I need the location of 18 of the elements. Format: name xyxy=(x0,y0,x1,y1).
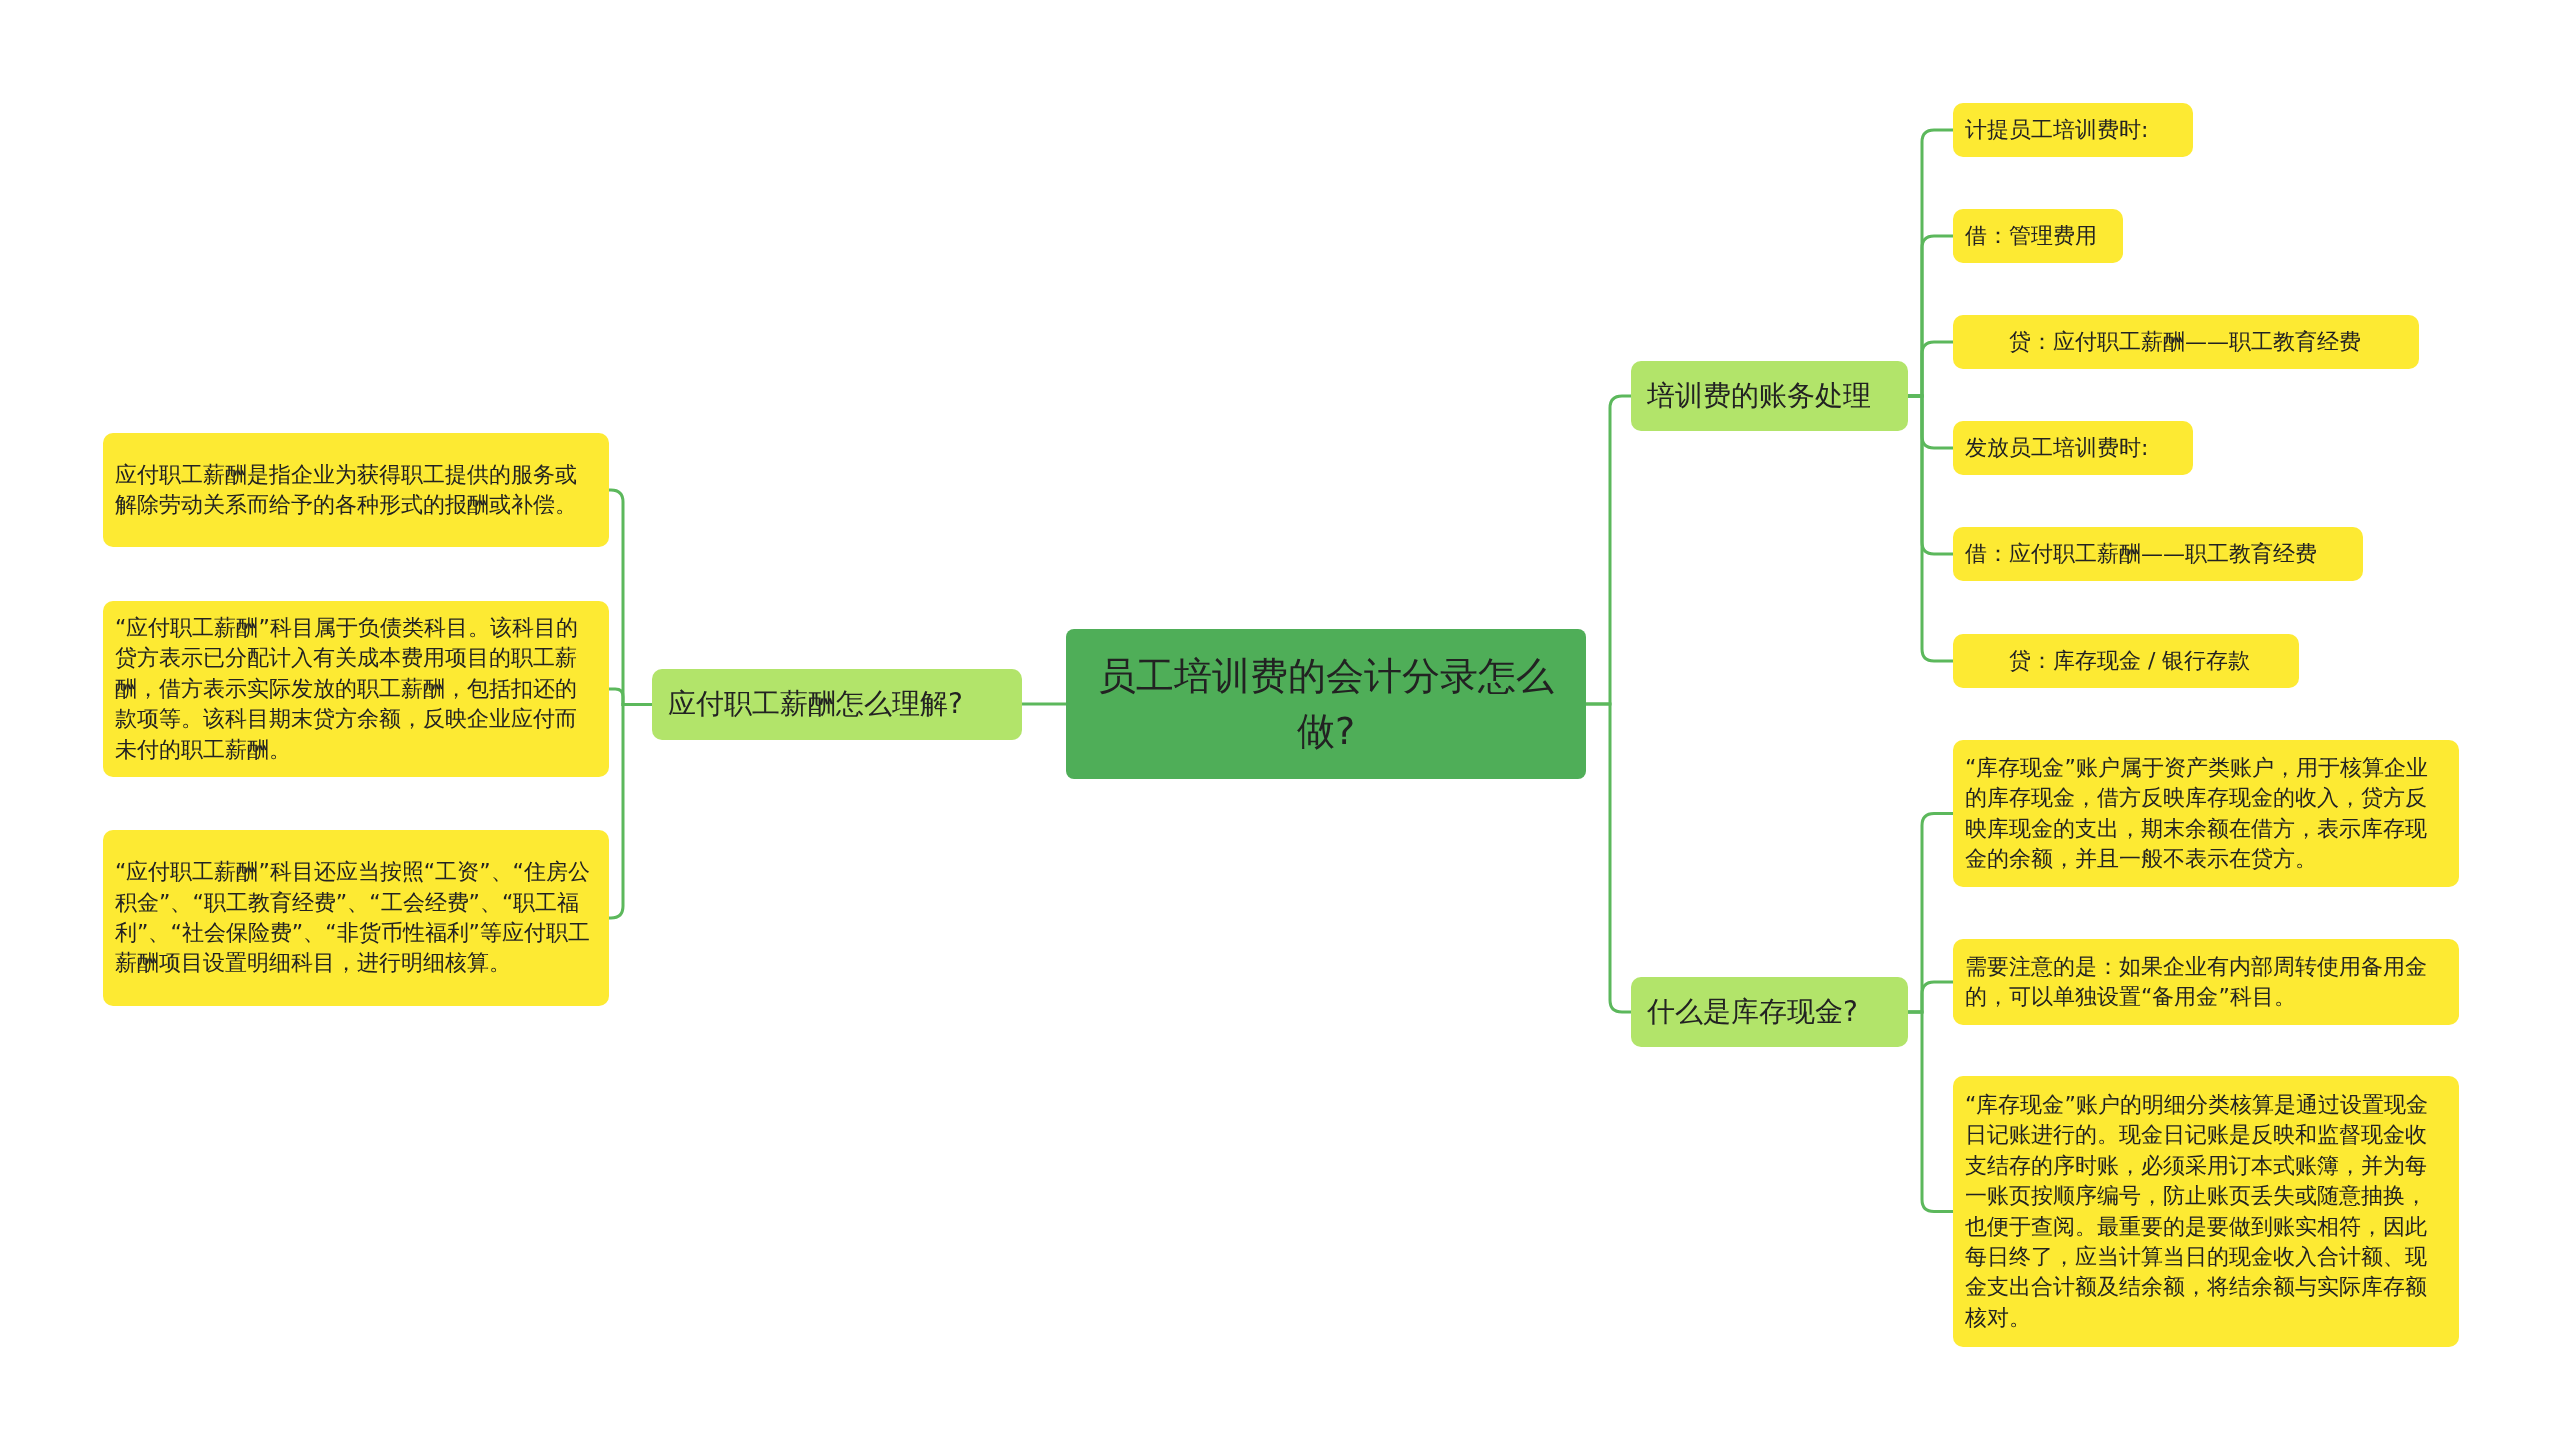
leaf-topic: 需要注意的是：如果企业有内部周转使用备用金的，可以单独设置“备用金”科目。 xyxy=(1953,939,2459,1025)
leaf-topic: “库存现金”账户的明细分类核算是通过设置现金日记账进行的。现金日记账是反映和监督现金收支结存的序时账，必须采用订本式账簿，并为每一账页按顺序编号，防止账页丢失或随意抽换，也便于查阅。最重要的是要做到账实相符，因此每日终了，应当计算当日的现金收入合计额、现金支出合计额及结余额，将结余额与实际库存额核对。 xyxy=(1953,1076,2459,1347)
leaf-topic: 借：应付职工薪酬——职工教育经费 xyxy=(1953,527,2363,581)
leaf-topic: “应付职工薪酬”科目还应当按照“工资”、“住房公积金”、“职工教育经费”、“工会经费”、“职工福利”、“社会保险费”、“非货币性福利”等应付职工薪酬项目设置明细科目，进行明细核算。 xyxy=(103,830,609,1006)
leaf-topic: “应付职工薪酬”科目属于负债类科目。该科目的贷方表示已分配计入有关成本费用项目的职工薪酬，借方表示实际发放的职工薪酬，包括扣还的款项等。该科目期末贷方余额，反映企业应付而未付的职工薪酬。 xyxy=(103,601,609,777)
branch-topic: 什么是库存现金? xyxy=(1631,977,1908,1047)
connector xyxy=(1586,702,1631,1014)
leaf-topic: “库存现金”账户属于资产类账户，用于核算企业的库存现金，借方反映库存现金的收入，贷方反映库现金的支出，期末余额在借方，表示库存现金的余额，并且一般不表示在贷方。 xyxy=(1953,740,2459,887)
branch-topic: 培训费的账务处理 xyxy=(1631,361,1908,431)
leaf-topic: 应付职工薪酬是指企业为获得职工提供的服务或解除劳动关系而给予的各种形式的报酬或补偿。 xyxy=(103,433,609,547)
branch-topic: 应付职工薪酬怎么理解? xyxy=(652,669,1022,740)
leaf-topic: 借：管理费用 xyxy=(1953,209,2123,263)
leaf-topic: 发放员工培训费时: xyxy=(1953,421,2193,475)
leaf-topic: 贷：库存现金 / 银行存款 xyxy=(1953,634,2299,688)
leaf-topic: 计提员工培训费时: xyxy=(1953,103,2193,157)
leaf-topic: 贷：应付职工薪酬——职工教育经费 xyxy=(1953,315,2419,369)
central-topic: 员工培训费的会计分录怎么做? xyxy=(1066,629,1586,779)
connector xyxy=(1022,702,1066,706)
